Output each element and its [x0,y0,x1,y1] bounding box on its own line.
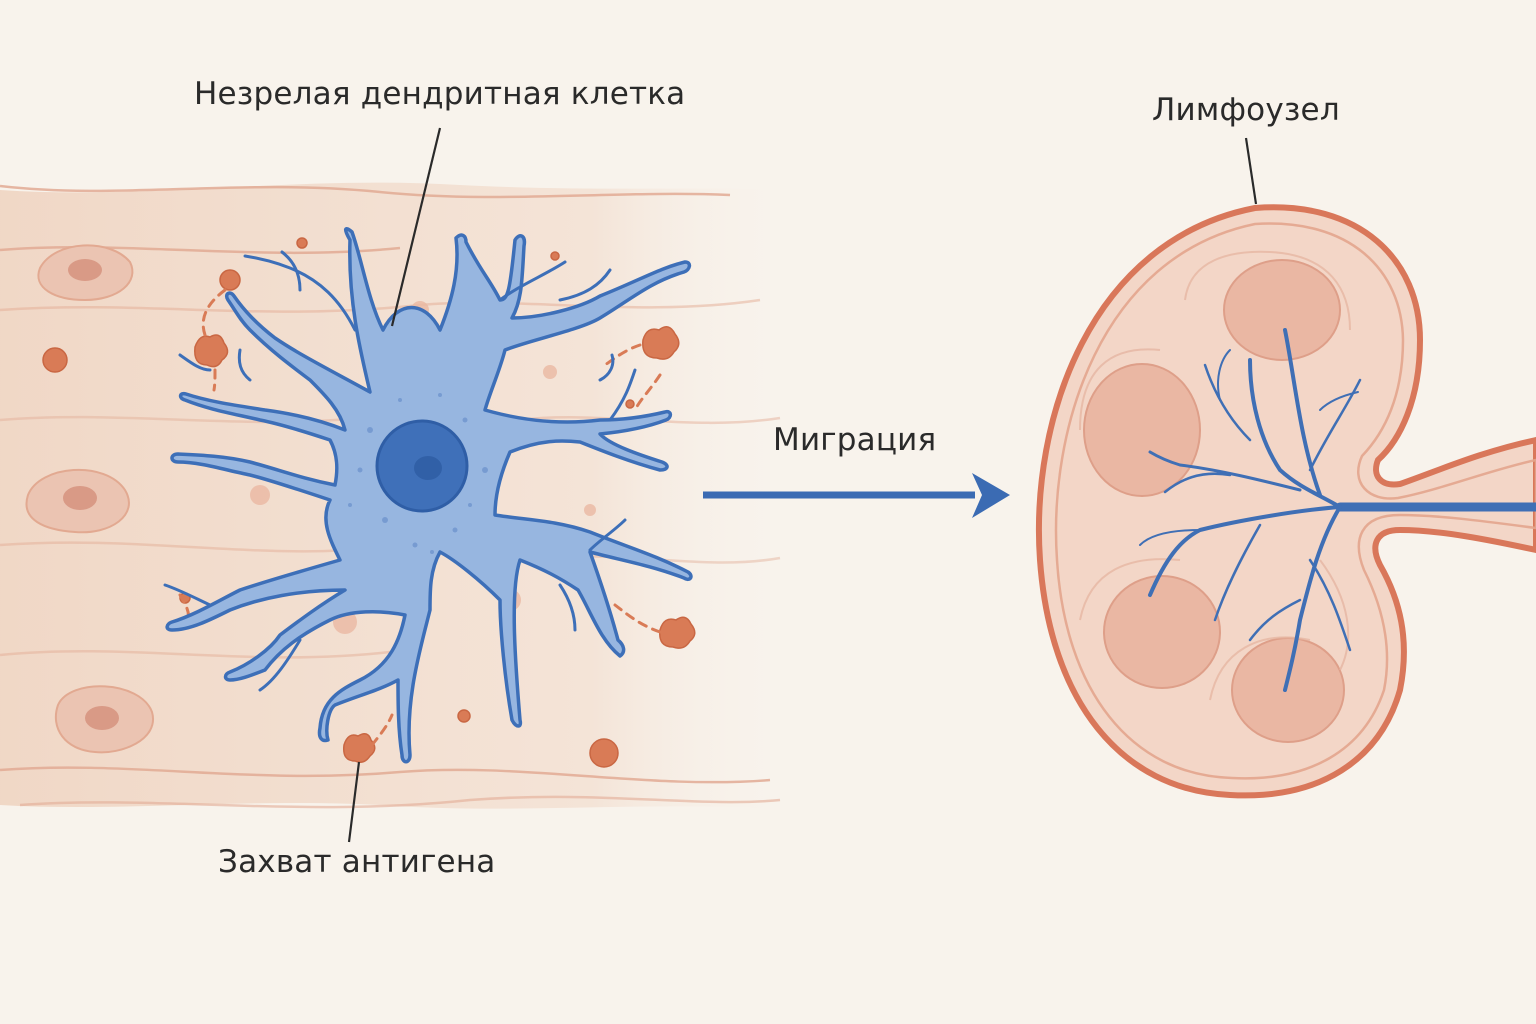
follicle [1231,637,1345,743]
cytoplasm-granules [348,393,488,554]
leader-line-immature [390,127,442,327]
lymph-node-label: Лимфоузел [1152,92,1340,128]
antigen-capture-label: Захват антигена [218,844,496,880]
antigen-particles [42,237,696,768]
lymph-node [1036,204,1536,799]
dendritic-cell [163,226,693,764]
antigen [42,347,68,373]
tissue-cell [37,244,134,302]
follicle [1223,259,1341,361]
nucleolus [414,456,442,480]
antigen [625,399,635,409]
follicle [1103,575,1221,689]
antigen [296,237,308,249]
lymph-vessel [1139,328,1536,692]
migration-label: Миграция [773,422,937,458]
immature-dc-label: Незрелая дендритная клетка [194,76,686,112]
antigen [659,616,696,649]
cortex-lobules [1079,250,1351,701]
follicle [1083,363,1201,497]
migration-arrow [703,473,1010,518]
leader-line-capture [347,761,361,843]
antigen [589,738,619,768]
tissue-cell [25,469,130,534]
antigen [342,733,376,763]
antigen [642,326,680,360]
antigen [194,334,229,368]
tissue-cell [54,685,155,754]
antigen [457,709,471,723]
antigen [550,251,560,261]
dendrite-branches [163,250,637,692]
leader-line-node [1244,137,1258,205]
antigen [219,269,241,291]
capture-paths [178,288,662,747]
